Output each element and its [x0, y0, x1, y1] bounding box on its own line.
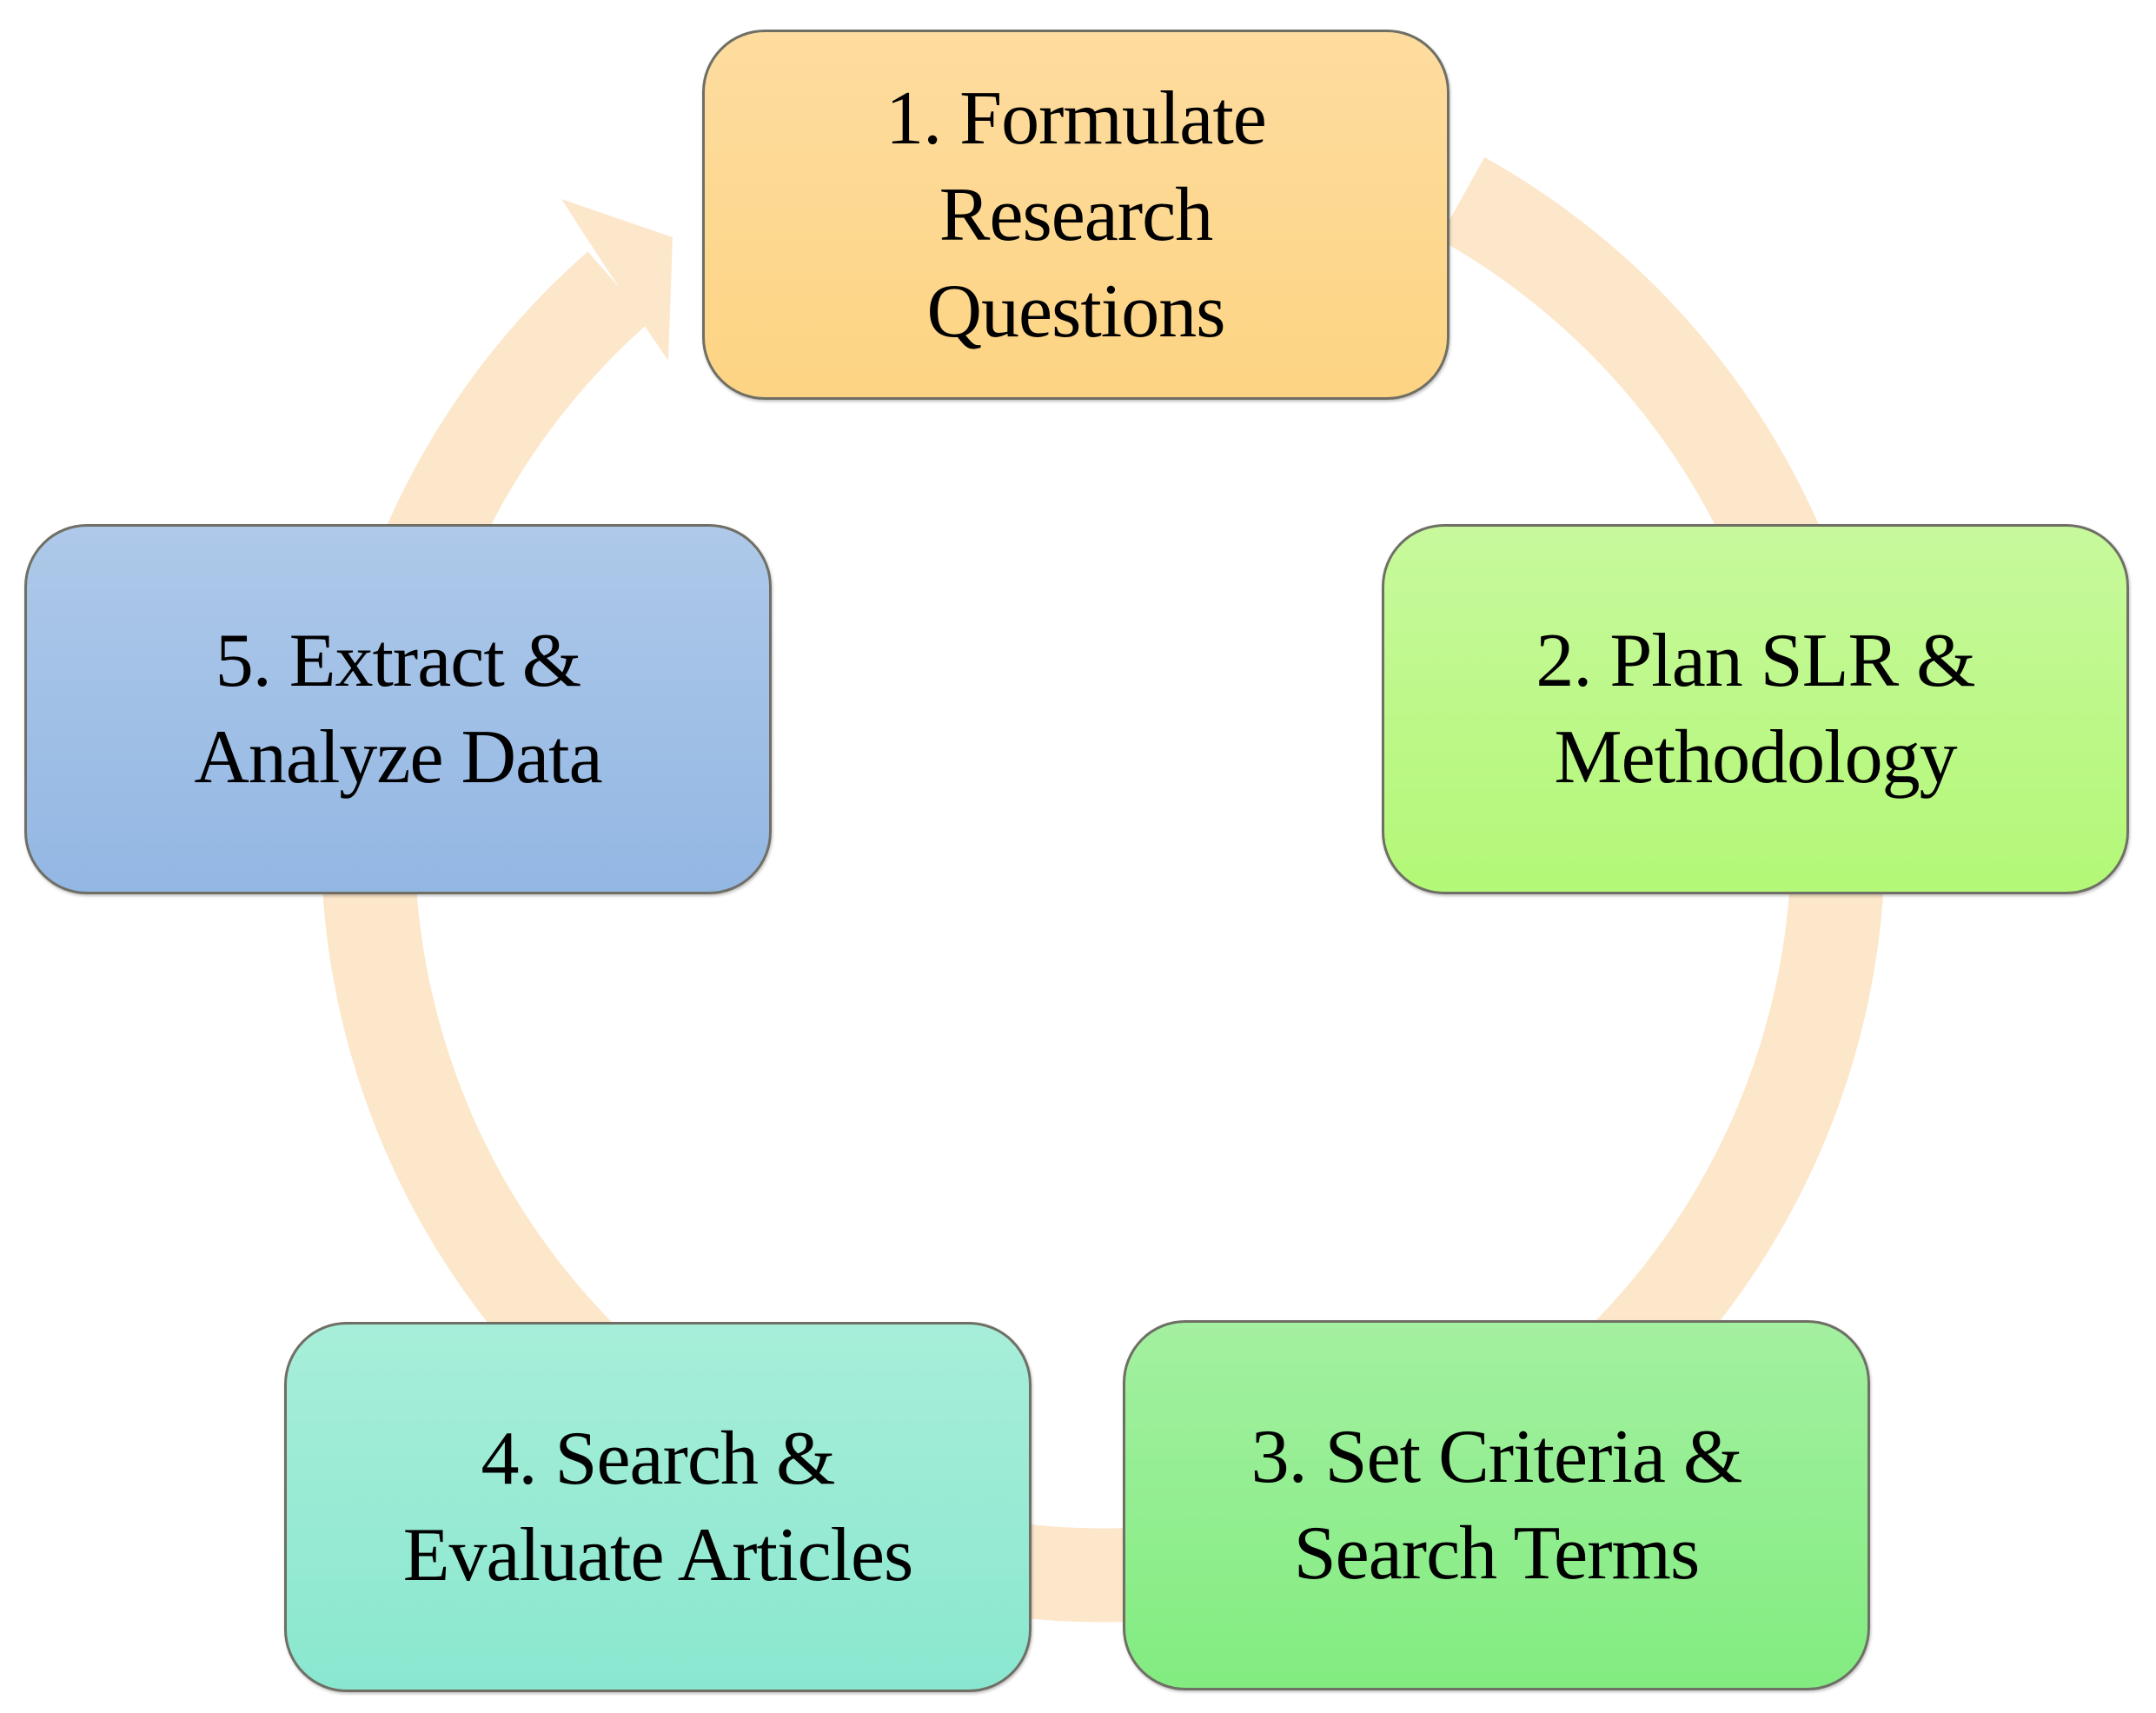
step-3-set-criteria-search-terms: 3. Set Criteria & Search Terms: [1123, 1320, 1870, 1690]
step-label: 1. Formulate Research Questions: [886, 76, 1267, 354]
step-label: 4. Search & Evaluate Articles: [402, 1417, 914, 1597]
step-label: 3. Set Criteria & Search Terms: [1250, 1415, 1743, 1596]
arrowhead-icon: [561, 199, 673, 361]
step-label: 2. Plan SLR & Methodology: [1536, 619, 1975, 800]
step-2-plan-slr-methodology: 2. Plan SLR & Methodology: [1382, 524, 2129, 894]
step-1-formulate-research-questions: 1. Formulate Research Questions: [702, 30, 1449, 400]
step-label: 5. Extract & Analyze Data: [194, 619, 602, 800]
step-5-extract-analyze-data: 5. Extract & Analyze Data: [24, 524, 772, 894]
step-4-search-evaluate-articles: 4. Search & Evaluate Articles: [284, 1322, 1032, 1692]
